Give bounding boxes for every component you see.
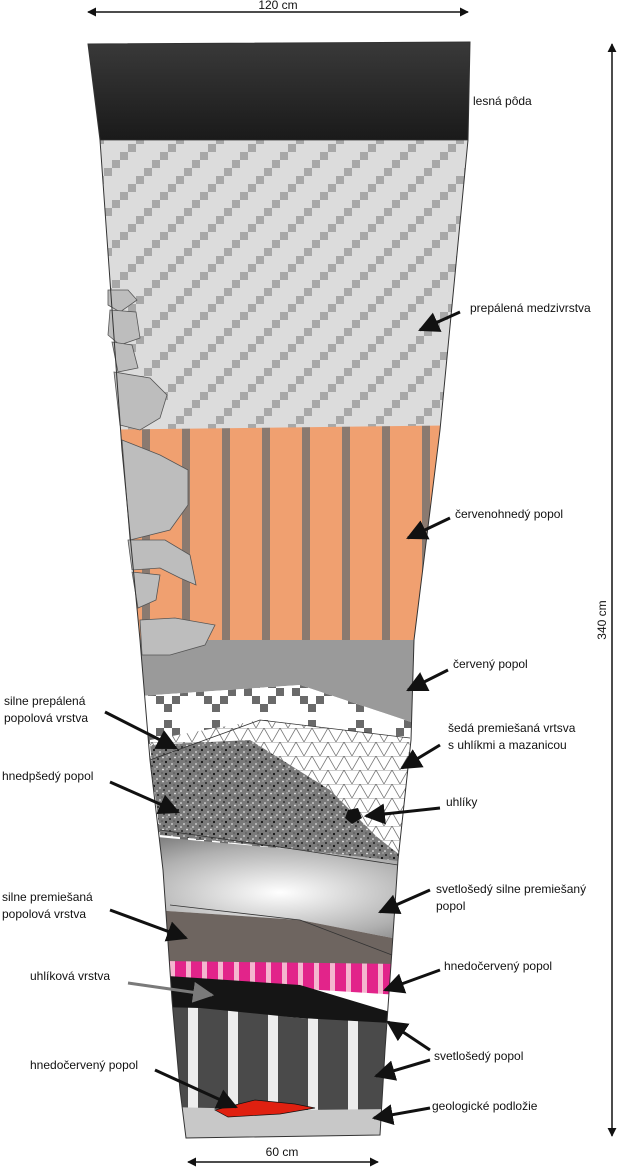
layer-burnt-interlayer: [88, 138, 470, 432]
label-charcoal-layer: uhlíková vrstva: [30, 969, 110, 983]
label-reddish-brown-ash: červenohnedý popol: [455, 507, 563, 521]
layer-red-ash: [88, 640, 470, 745]
dimension-height-label: 340 cm: [595, 600, 609, 639]
label-grey-mixed-2: s uhlíkmi a mazanicou: [448, 738, 567, 752]
label-light-grey-ash-stripes: svetlošedý popol: [434, 1049, 523, 1063]
label-light-grey-ash-2: popol: [436, 899, 465, 913]
dimension-height: 340 cm: [595, 43, 617, 1137]
layer-magenta-ash: [88, 960, 470, 1000]
layer-red-ash-bottom: [214, 1099, 316, 1118]
dimension-bottom-label: 60 cm: [266, 1145, 299, 1159]
label-strongly-burnt-1: silne prepálená: [4, 694, 86, 708]
label-forest-soil: lesná pôda: [473, 94, 532, 108]
label-burnt-interlayer: prepálená medzivrstva: [470, 301, 591, 315]
label-brownish-red-ash-left: hnedočervený popol: [30, 1058, 138, 1072]
label-brown-grey-ash: hnedpšedý popol: [2, 769, 93, 783]
label-strongly-burnt-2: popolová vrstva: [4, 711, 88, 725]
layer-dark-brown-ash: [88, 905, 470, 970]
label-light-grey-ash-1: svetlošedý silne premiešaný: [436, 882, 586, 896]
charcoal-nugget: [345, 808, 362, 824]
profile-outline: [87, 41, 471, 1139]
arrows: [104, 310, 461, 1126]
dimension-bottom: 60 cm: [187, 1145, 379, 1167]
layer-light-grey-stripes: [88, 1005, 470, 1110]
label-grey-mixed-1: šedá premiešaná vrtsva: [448, 721, 576, 735]
label-red-ash: červený popol: [453, 657, 528, 671]
label-brownish-red-ash-right: hnedočervený popol: [444, 959, 552, 973]
label-charcoals: uhlíky: [446, 795, 477, 809]
label-strongly-mixed-1: silne premiešaná: [2, 890, 93, 904]
label-strongly-mixed-2: popolová vrstva: [2, 907, 86, 921]
dimension-top: 120 cm: [87, 0, 469, 17]
stones: [107, 289, 216, 656]
layer-light-grey-ash: [88, 830, 470, 955]
layer-forest-soil: [88, 42, 470, 140]
label-bedrock: geologické podložie: [432, 1099, 538, 1113]
dimension-top-label: 120 cm: [258, 0, 297, 12]
layer-boundaries: [100, 139, 468, 956]
